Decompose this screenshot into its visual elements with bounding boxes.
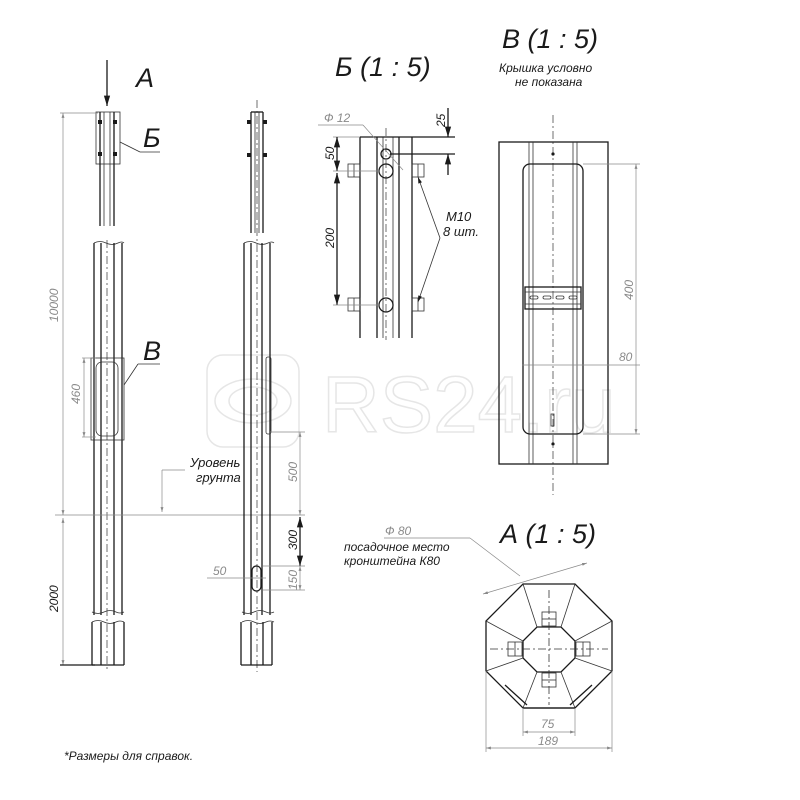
detail-v-dim-80: 80	[619, 350, 633, 364]
ground-level-label-line1: Уровень	[189, 455, 241, 470]
watermark: RS24.ru	[206, 354, 616, 450]
bolt-label-line2: 8 шт.	[443, 224, 479, 239]
dim-2000: 2000	[47, 585, 61, 613]
detail-v-subtitle-line1: Крышка условно	[499, 61, 593, 75]
detail-v-title: В (1 : 5)	[502, 24, 598, 54]
callout-v-label: В	[143, 336, 161, 366]
bolt-label-line1: М10	[446, 209, 472, 224]
detail-b-view: Б (1 : 5) 50 200 25 Ф	[318, 52, 479, 340]
detail-b-dim-200: 200	[323, 228, 337, 249]
watermark-text: RS24.ru	[322, 360, 615, 449]
reference-note: *Размеры для справок.	[64, 749, 193, 763]
detail-v-view: В (1 : 5) Крышка условно не показана 400…	[498, 24, 640, 495]
main-pole-view: А Б В 460 10000	[47, 60, 305, 670]
detail-v-subtitle-line2: не показана	[515, 75, 583, 89]
detail-b-dim-25: 25	[434, 113, 448, 128]
callout-b-label: Б	[143, 123, 161, 153]
detail-b-dim-50: 50	[323, 146, 337, 160]
detail-a-dim-75: 75	[541, 717, 555, 731]
ground-level-label-line2: грунта	[196, 470, 241, 485]
detail-a-view: А (1 : 5) Ф 80 посадочное место кронштей…	[344, 519, 613, 752]
view-a-arrow-label: А	[134, 63, 154, 93]
dim-460: 460	[69, 384, 83, 404]
detail-a-label-line2: кронштейна К80	[344, 554, 440, 568]
detail-b-dim-hole: Ф 12	[324, 111, 351, 125]
detail-b-frame	[95, 111, 121, 165]
dim-10000: 10000	[47, 288, 61, 322]
detail-a-dim-diameter: Ф 80	[385, 524, 412, 538]
detail-v-dim-400: 400	[622, 280, 636, 300]
detail-v-frame	[90, 357, 125, 441]
side-pole-view: 500 300 150 50	[207, 100, 305, 672]
detail-b-title: Б (1 : 5)	[335, 52, 431, 82]
dim-150: 150	[286, 570, 300, 590]
dim-500: 500	[286, 462, 300, 482]
detail-a-label-line1: посадочное место	[344, 540, 450, 554]
detail-a-dim-189: 189	[538, 734, 558, 748]
detail-a-title: А (1 : 5)	[498, 519, 596, 549]
dim-300: 300	[286, 530, 300, 550]
dim-50: 50	[213, 564, 227, 578]
